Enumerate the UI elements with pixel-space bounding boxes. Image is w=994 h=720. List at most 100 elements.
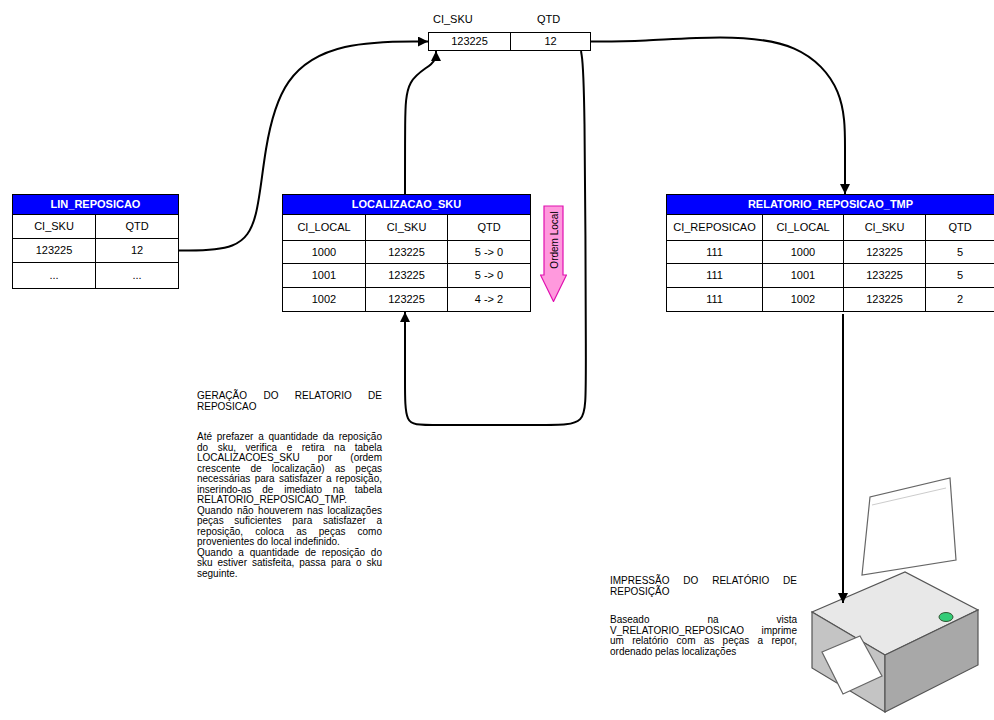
table-cell: 1001: [282, 263, 366, 288]
cell-text: 123225: [866, 269, 903, 282]
cell-text: 123225: [388, 269, 425, 282]
table-title: LOCALIZACAO_SKU: [282, 194, 531, 215]
note-title: GERAÇÃO DO RELATORIO DE REPOSICAO: [197, 391, 382, 412]
printer-front: [885, 610, 978, 712]
table-cell: 123225: [365, 287, 448, 312]
table-cell: 12: [510, 32, 591, 51]
cell-text: 1002: [791, 293, 815, 306]
cell-text: 1001: [791, 269, 815, 282]
column-header: QTD: [447, 214, 531, 241]
cell-text: CI_LOCAL: [776, 221, 829, 234]
cell-text: 4 -> 2: [475, 293, 503, 306]
column-header: QTD: [925, 214, 994, 241]
printer-paper: [862, 478, 956, 575]
note-title: IMPRESSÃO DO RELATÓRIO DE REPOSIÇÃO: [610, 576, 797, 597]
table-cell: 5: [925, 240, 994, 264]
table-cell: 123225: [843, 263, 926, 288]
column-header: CI_SKU: [365, 214, 448, 241]
cell-text: 111: [706, 246, 723, 259]
note-block: IMPRESSÃO DO RELATÓRIO DE REPOSIÇÃO Basea…: [610, 576, 797, 657]
table-cell: ...: [12, 262, 96, 289]
cell-text: 12: [131, 244, 143, 257]
column-header: CI_REPOSICAO: [666, 214, 763, 241]
table-cell: 123225: [365, 263, 448, 288]
column-header: CI_SKU: [12, 214, 96, 239]
table-cell: 123225: [843, 240, 926, 264]
table-box: CI_SKU QTD 123225 12: [428, 6, 591, 51]
table-cell: 1001: [762, 263, 844, 288]
table-cell: 1000: [282, 240, 366, 264]
table-cell: 12: [95, 238, 179, 263]
table-cell: 123225: [843, 287, 926, 312]
cell-text: CI_SKU: [865, 221, 905, 234]
paper-fold: [872, 488, 946, 505]
cell-text: 123225: [388, 246, 425, 259]
cell-text: ...: [49, 269, 58, 282]
cell-text: 5 -> 0: [475, 246, 503, 259]
cell-text: CI_SKU: [34, 220, 74, 233]
cell-text: 5: [957, 269, 963, 282]
printer-side: [812, 612, 885, 712]
cell-text: QTD: [537, 13, 560, 26]
cell-text: 123225: [866, 293, 903, 306]
cell-text: CI_SKU: [387, 221, 427, 234]
cell-text: 123225: [36, 244, 73, 257]
cell-text: CI_SKU: [433, 13, 473, 26]
table-cell: 1000: [762, 240, 844, 264]
table-cell: 1002: [282, 287, 366, 312]
table-cell: 123225: [428, 32, 511, 51]
table-cell: 111: [666, 240, 763, 264]
cell-text: 5: [957, 246, 963, 259]
table-cell: 2: [925, 287, 994, 312]
cell-text: 12: [544, 35, 556, 48]
cell-text: 1000: [312, 246, 336, 259]
cell-text: QTD: [948, 221, 971, 234]
cell-text: LOCALIZACAO_SKU: [352, 198, 461, 211]
cell-text: LIN_REPOSICAO: [51, 198, 141, 211]
cell-text: CI_REPOSICAO: [673, 221, 756, 234]
connector: [405, 51, 436, 194]
note-text: Baseado na vista V_RELATORIO_REPOSICAO i…: [610, 615, 797, 657]
table-title: RELATORIO_REPOSICAO_TMP: [666, 194, 994, 215]
cell-text: 111: [706, 269, 723, 282]
table-cell: ...: [95, 262, 179, 289]
direction-arrow: Ordem Local: [540, 205, 567, 302]
cell-text: 123225: [388, 293, 425, 306]
print-arrow: [842, 314, 844, 603]
printer-output-paper: [822, 636, 882, 694]
cell-text: 2: [957, 293, 963, 306]
cell-text: ...: [132, 269, 141, 282]
table-box: LIN_REPOSICAO CI_SKU QTD 123225 12......: [12, 194, 179, 289]
column-header: CI_SKU: [428, 6, 511, 33]
cell-text: CI_LOCAL: [297, 221, 350, 234]
cell-text: 5 -> 0: [475, 269, 503, 282]
connector: [591, 38, 845, 195]
table-cell: 1002: [762, 287, 844, 312]
cell-text: 123225: [866, 246, 903, 259]
cell-text: 123225: [451, 35, 488, 48]
arrow-text: Ordem Local: [548, 211, 559, 268]
column-header: CI_LOCAL: [282, 214, 366, 241]
column-header: QTD: [510, 6, 591, 33]
table-box: LOCALIZACAO_SKUCI_LOCAL CI_SKU QTD 1000 1232…: [282, 194, 531, 312]
table-cell: 123225: [365, 240, 448, 264]
cell-text: RELATORIO_REPOSICAO_TMP: [748, 198, 913, 211]
table-cell: 123225: [12, 238, 96, 263]
table-cell: 111: [666, 263, 763, 288]
cell-text: QTD: [477, 221, 500, 234]
note-text: Quando a quantidade de reposição do sku …: [197, 548, 382, 580]
table-cell: 5: [925, 263, 994, 288]
note-text: Quando não houverem nas localizações peç…: [197, 506, 382, 548]
column-header: CI_SKU: [843, 214, 926, 241]
table-title: LIN_REPOSICAO: [12, 194, 179, 215]
cell-text: 111: [706, 293, 723, 306]
cell-text: 1002: [312, 293, 336, 306]
arrow-shape: [541, 206, 567, 302]
cell-text: QTD: [125, 220, 148, 233]
table-cell: 111: [666, 287, 763, 312]
column-header: QTD: [95, 214, 179, 239]
cell-text: 1001: [312, 269, 336, 282]
